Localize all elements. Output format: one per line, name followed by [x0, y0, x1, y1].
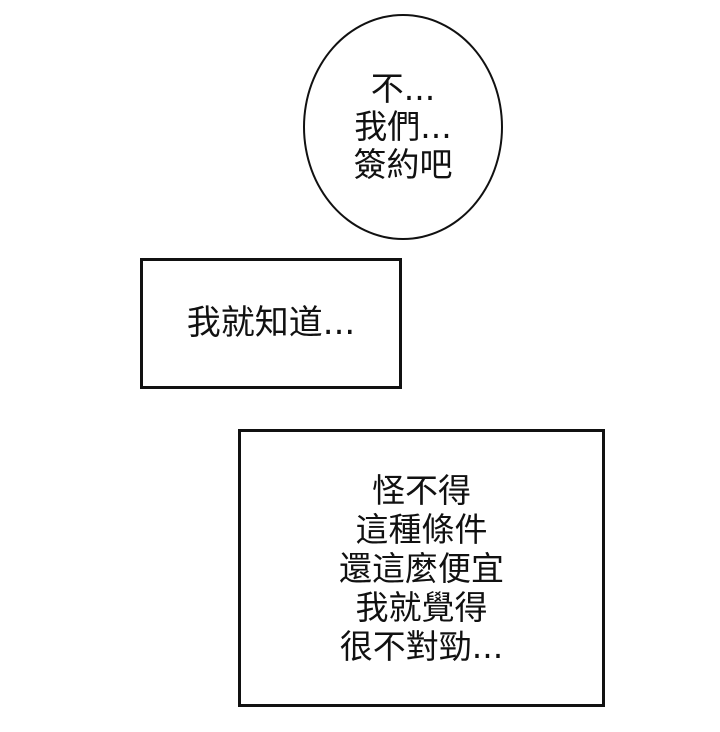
narration-line: 很不對勁...	[339, 626, 504, 666]
narration-line: 還這麼便宜	[339, 548, 504, 588]
narration-box-2: 怪不得 這種條件 還這麼便宜 我就覺得 很不對勁...	[238, 429, 605, 707]
narration-box-1: 我就知道...	[140, 258, 402, 389]
narration-line: 這種條件	[355, 509, 488, 549]
narration-line: 怪不得	[372, 470, 471, 510]
narration-line: 我就覺得	[355, 587, 488, 627]
speech-line: 我們...	[354, 107, 452, 146]
speech-line: 不...	[370, 69, 436, 108]
speech-bubble: 不... 我們... 簽約吧	[303, 14, 503, 240]
narration-line: 我就知道...	[186, 303, 356, 343]
speech-line: 簽約吧	[353, 145, 453, 184]
